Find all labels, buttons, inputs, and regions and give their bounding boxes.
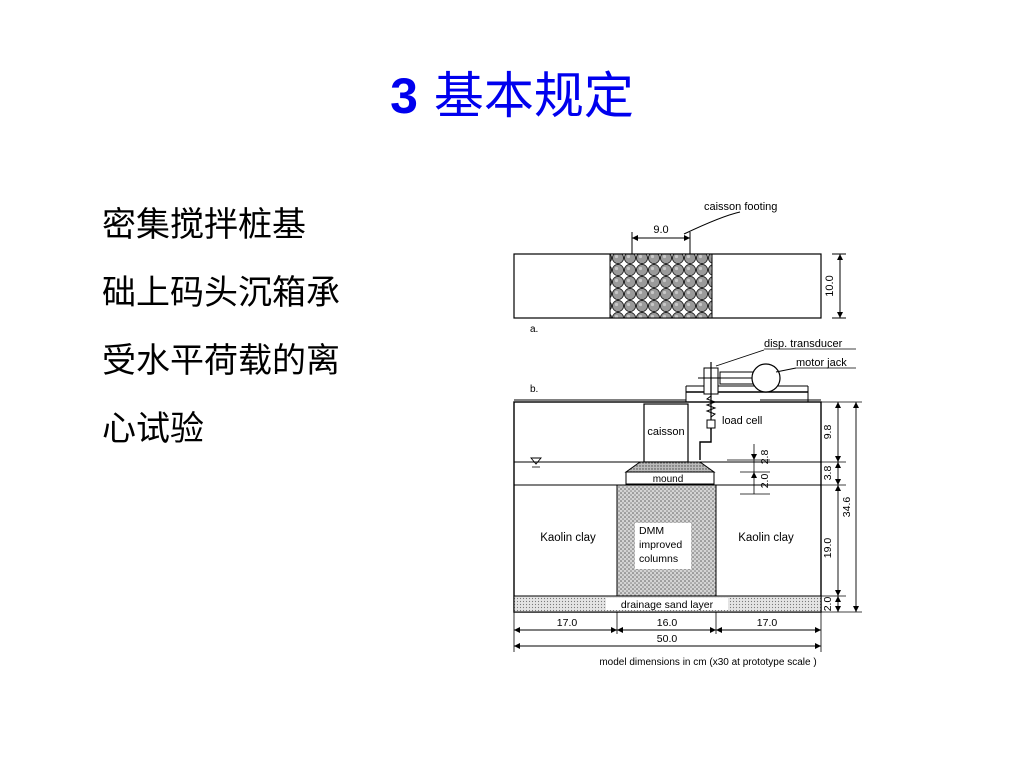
water-level-icon — [530, 457, 542, 465]
panel-a-plan-view: a. caisson footing 9.0 10.0 — [513, 201, 846, 335]
load-cell-label: load cell — [722, 415, 762, 427]
body-line-4: 心试验 — [102, 409, 204, 449]
dim-16: 16.0 — [657, 617, 678, 629]
title-text: 基本规定 — [433, 67, 634, 125]
dim-50: 50.0 — [657, 633, 678, 645]
footing-width-dim: 9.0 — [653, 224, 668, 236]
mound-label: mound — [653, 474, 684, 485]
motor-jack — [751, 363, 781, 393]
footing-length-dim: 10.0 — [824, 275, 836, 296]
mound — [624, 461, 716, 473]
centrifuge-test-figure: a. caisson footing 9.0 10.0 b. disp. tra… — [513, 201, 862, 668]
dim-2-0-bottom: 2.0 — [822, 597, 834, 612]
motor-jack-label: motor jack — [796, 357, 847, 369]
dmm-label-line3: columns — [639, 553, 678, 565]
right-clay-label: Kaolin clay — [738, 532, 794, 544]
sand-layer-label: drainage sand layer — [621, 599, 714, 611]
caisson-footing-label: caisson footing — [704, 201, 777, 213]
dim-19-0: 19.0 — [822, 538, 834, 559]
body-text: 密集搅拌桩基 础上码头沉箱承 受水平荷载的离 心试验 — [102, 202, 402, 474]
panel-a-label: a. — [530, 324, 538, 335]
panel-b-section-view: b. disp. transducer motor jack load cell… — [513, 338, 862, 668]
title-number: 3 — [390, 68, 418, 124]
dim-9-8: 9.8 — [822, 425, 834, 440]
body-line-2: 础上码头沉箱承 — [102, 273, 340, 313]
body-line-3: 受水平荷载的离 — [102, 341, 340, 381]
dim-2-8: 2.8 — [759, 450, 771, 465]
slide-title: 3 基本规定 — [0, 58, 1024, 134]
dmm-label-line2: improved — [639, 539, 682, 551]
disp-transducer-label: disp. transducer — [764, 338, 843, 350]
panel-b-label: b. — [530, 384, 538, 395]
caisson — [643, 403, 689, 463]
caisson-label: caisson — [647, 426, 684, 438]
dim-3-8: 3.8 — [822, 466, 834, 481]
dim-2-0: 2.0 — [759, 474, 771, 489]
dim-17-right: 17.0 — [757, 617, 778, 629]
dim-34-6: 34.6 — [841, 497, 853, 518]
dim-17-left: 17.0 — [557, 617, 578, 629]
dmm-label-line1: DMM — [639, 525, 664, 537]
figure-caption: model dimensions in cm (x30 at prototype… — [599, 657, 816, 668]
caisson-footing-columns — [609, 253, 713, 319]
body-line-1: 密集搅拌桩基 — [102, 205, 306, 245]
left-clay-label: Kaolin clay — [540, 532, 596, 544]
